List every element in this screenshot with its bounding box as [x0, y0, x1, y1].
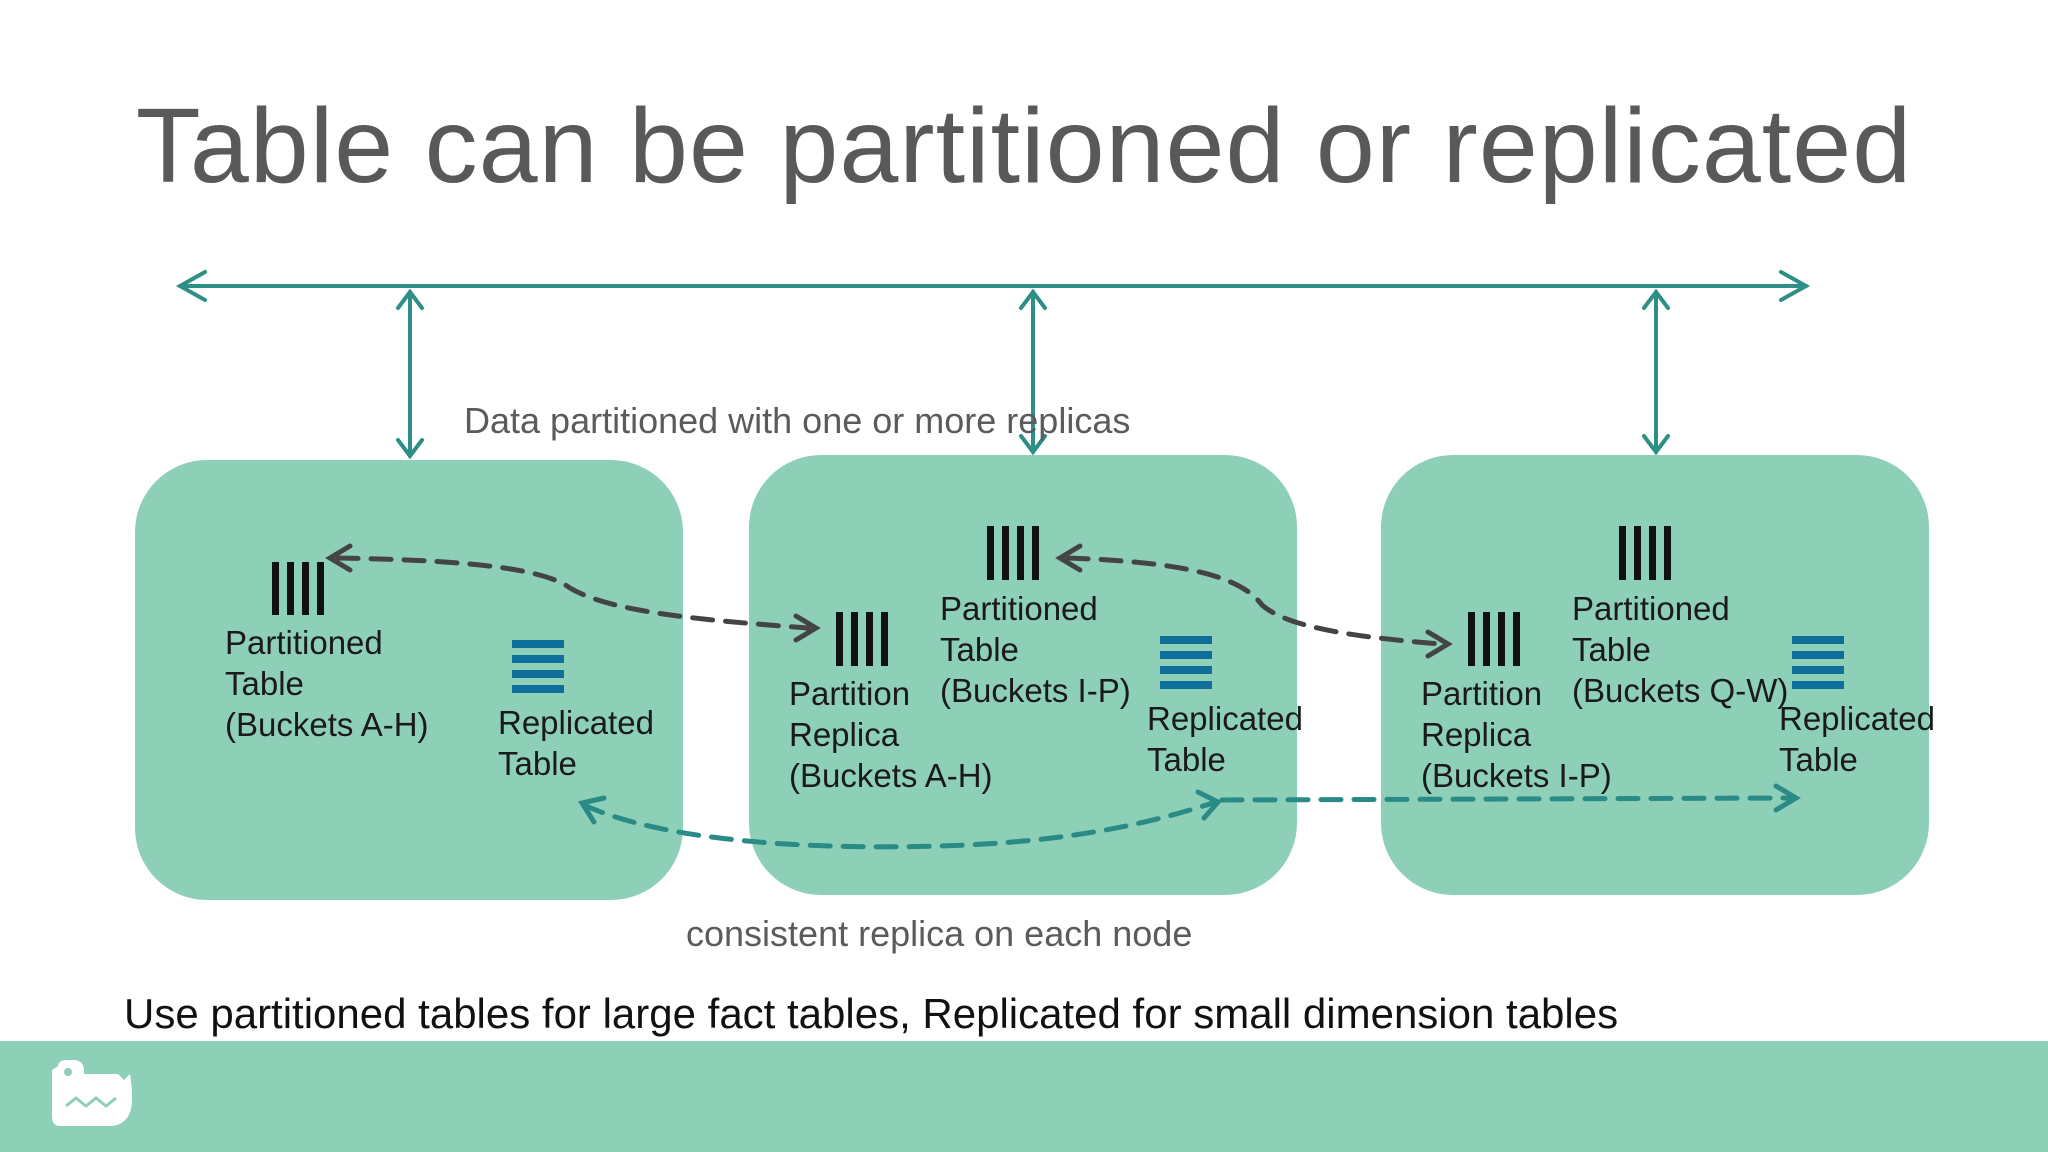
node-2-replica-label: Partition Replica (Buckets A-H) — [789, 675, 993, 794]
vertical-bars-icon — [272, 562, 324, 615]
network-bus — [175, 270, 1811, 302]
node-1-box — [135, 460, 683, 900]
node-3-partitioned-label: Partitioned Table (Buckets Q-W) — [1572, 590, 1789, 709]
node-3-replicated-label: Replicated Table — [1779, 700, 1935, 778]
horizontal-bars-icon — [1160, 636, 1212, 689]
top-caption: Data partitioned with one or more replic… — [464, 400, 1131, 441]
vertical-bars-icon — [1619, 526, 1671, 580]
bottom-caption: consistent replica on each node — [686, 913, 1193, 954]
replica-arrow-1 — [325, 543, 821, 643]
node-3-replica-label: Partition Replica (Buckets I-P) — [1421, 675, 1612, 794]
slide-title: Table can be partitioned or replicated — [135, 87, 1913, 205]
node-2-partitioned-label: Partitioned Table (Buckets I-P) — [940, 590, 1131, 709]
vertical-bars-icon — [987, 526, 1039, 580]
vertical-bars-icon — [836, 612, 888, 666]
node-2-replicated-label: Replicated Table — [1147, 700, 1303, 778]
replicated-sync-arrow — [577, 783, 1801, 850]
vertical-bars-icon — [1468, 612, 1520, 666]
node-connectors — [396, 288, 1670, 460]
horizontal-bars-icon — [1792, 636, 1844, 689]
node-1-partitioned-label: Partitioned Table (Buckets A-H) — [225, 624, 429, 743]
replica-arrow-2 — [1055, 543, 1453, 659]
footer-bar — [0, 1041, 2048, 1152]
node-1-replicated-label: Replicated Table — [498, 704, 654, 782]
footer-text: Use partitioned tables for large fact ta… — [124, 990, 1619, 1037]
horizontal-bars-icon — [512, 640, 564, 693]
